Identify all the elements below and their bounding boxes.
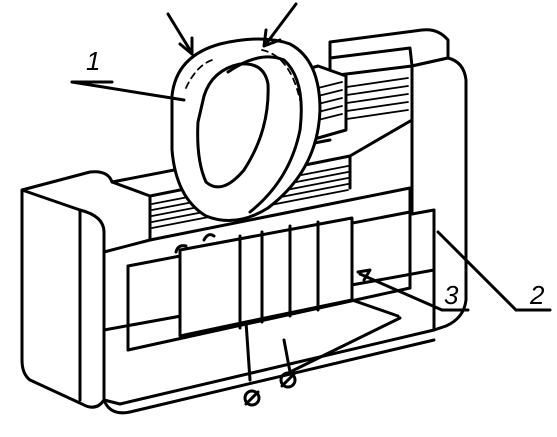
terminal-left (243, 389, 261, 407)
leader-lines (70, 80, 552, 312)
ring (166, 2, 322, 222)
label-part-2: 2 (529, 280, 545, 310)
label-part-1: 1 (86, 46, 100, 76)
primary-winding (174, 216, 402, 407)
label-part-3: 3 (444, 280, 459, 310)
terminal-right (279, 371, 297, 389)
magnetic-core (20, 28, 468, 415)
